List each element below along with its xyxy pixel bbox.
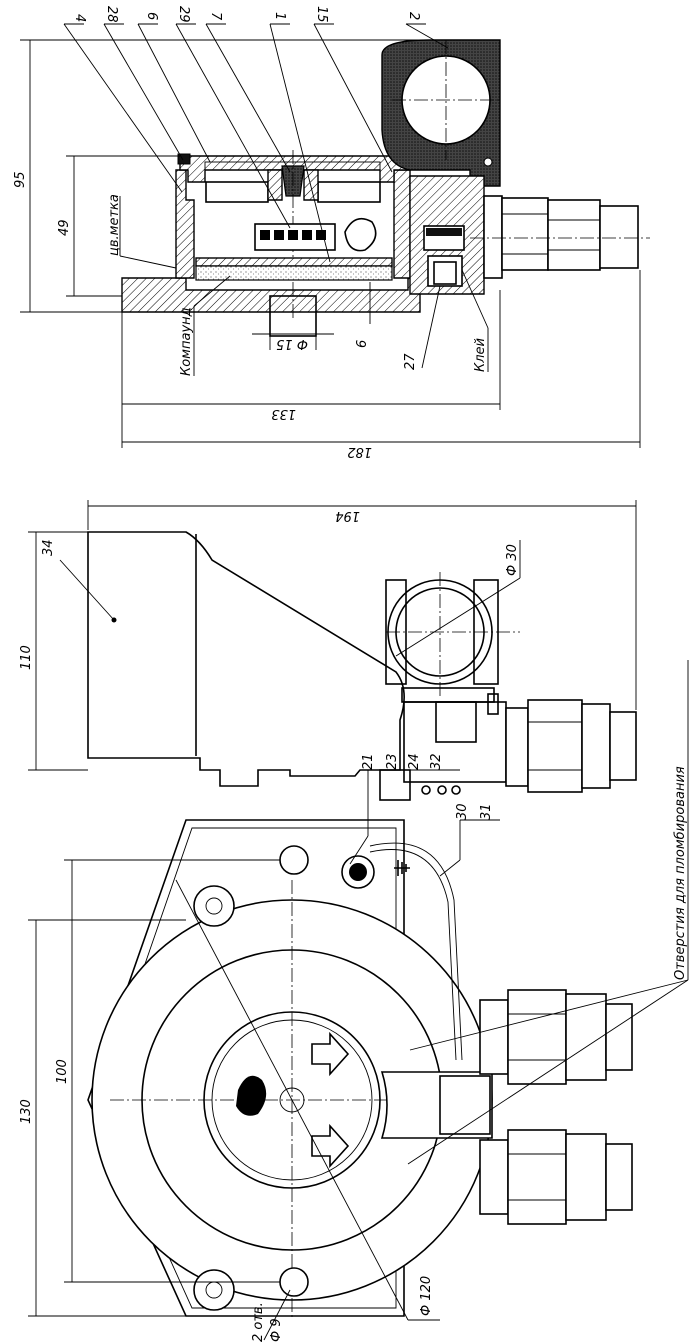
compound-fill xyxy=(195,265,393,281)
callouts-front xyxy=(349,769,500,877)
housing-right-wall xyxy=(393,169,411,279)
dim-d9-text: Ф 9 xyxy=(269,1318,284,1342)
cable-gland-top xyxy=(483,195,639,279)
housing-left-wall xyxy=(175,169,195,279)
visor-hood xyxy=(87,531,405,787)
callout-leaders-top xyxy=(63,23,449,263)
cable-hole xyxy=(344,217,377,252)
cable-gland-a xyxy=(479,989,633,1085)
dim-100 xyxy=(64,859,280,1283)
pcb xyxy=(195,257,393,267)
dim-194-text: 194 xyxy=(335,508,360,523)
dim-133 xyxy=(121,290,501,448)
callout-27: 27 xyxy=(403,353,418,370)
front-view: 21 23 24 32 30 31 Отверстия для пломбиро… xyxy=(19,660,689,1342)
seal-ring xyxy=(177,153,191,165)
base-plate xyxy=(121,277,421,313)
dim-95-text: 95 xyxy=(13,171,28,188)
callout-6: 6 xyxy=(144,12,159,20)
callout-4: 4 xyxy=(72,14,87,22)
cable-gland-side xyxy=(505,699,637,793)
upper-chamber-left xyxy=(205,181,269,203)
side-clamp xyxy=(385,572,520,715)
cable-gland-b xyxy=(479,1129,633,1225)
callout-1: 1 xyxy=(272,12,287,20)
dim-49-text: 49 xyxy=(57,219,72,236)
side-body xyxy=(379,701,507,801)
central-lens-holder xyxy=(267,169,319,201)
callout-31: 31 xyxy=(479,803,494,820)
dim-110-text: 110 xyxy=(19,645,34,670)
label-tsvmetka: цв.метка xyxy=(107,194,122,256)
arrow-down xyxy=(311,1123,350,1169)
mount-hole-3 xyxy=(279,1267,309,1297)
callout-21: 21 xyxy=(361,753,376,770)
dim-182-text: 182 xyxy=(347,444,372,459)
dim-2otv-text: 2 отв. xyxy=(251,1302,266,1342)
flame-icon xyxy=(236,1075,267,1116)
label-sealing-holes: Отверстия для пломбирования xyxy=(673,766,688,980)
wire-loop xyxy=(369,842,463,1061)
section-view: 4 28 6 29 7 1 15 2 цв.метка Компаунд 27 … xyxy=(13,6,650,459)
dim-49 xyxy=(66,155,180,297)
arrow-up xyxy=(311,1031,350,1077)
dim-194 xyxy=(87,500,637,710)
dim-95 xyxy=(20,39,446,313)
mount-hole-1 xyxy=(279,845,309,875)
center-lug xyxy=(380,1071,493,1139)
side-view: 34 Ф 30 xyxy=(19,500,637,801)
dim-110 xyxy=(28,531,88,771)
earth-icon xyxy=(394,860,410,876)
dim-d15 xyxy=(252,333,334,350)
callout-24: 24 xyxy=(407,753,422,770)
bottom-boss xyxy=(269,295,317,337)
callout-28: 28 xyxy=(104,6,119,23)
callout-32: 32 xyxy=(429,753,444,770)
dim-133-text: 133 xyxy=(271,406,296,421)
callout-30: 30 xyxy=(455,803,470,820)
dim-130-text: 130 xyxy=(19,1099,34,1124)
bolt-2 xyxy=(193,1269,235,1311)
callout-15: 15 xyxy=(314,6,329,23)
dim-d30-text: Ф 30 xyxy=(505,544,520,576)
bolt-1 xyxy=(193,885,235,927)
upper-chamber-right xyxy=(317,181,381,203)
dim-d15-text: Ф 15 xyxy=(276,336,308,351)
dim-d120-text: Ф 120 xyxy=(419,1276,434,1316)
label-klei: Клей xyxy=(473,338,488,372)
dim-6-text: 6 xyxy=(355,340,370,348)
callout-34: 34 xyxy=(41,539,56,556)
label-kompaund: Компаунд xyxy=(179,307,194,376)
dim-130 xyxy=(28,919,186,1317)
callout-2: 2 xyxy=(406,12,421,20)
callout-23: 23 xyxy=(385,753,400,770)
dim-182 xyxy=(122,270,641,448)
callout-29: 29 xyxy=(176,6,191,23)
dim-100-text: 100 xyxy=(55,1059,70,1084)
callout-7: 7 xyxy=(208,12,223,21)
terminal-block xyxy=(254,223,336,251)
